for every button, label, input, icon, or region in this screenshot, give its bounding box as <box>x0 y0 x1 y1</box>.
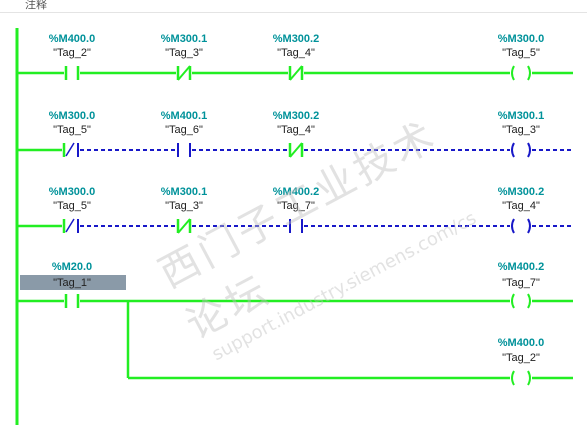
contact-address: %M300.1 <box>161 186 207 198</box>
contact-no-open[interactable]: %M300.0 "Tag_5" <box>49 186 95 233</box>
coil-address: %M300.2 <box>498 186 544 198</box>
contact-nc[interactable]: %M300.2 "Tag_4" <box>273 110 319 158</box>
coil-tag: "Tag_2" <box>502 352 540 364</box>
contact-address: %M300.2 <box>273 33 319 45</box>
contact-tag: "Tag_2" <box>53 47 91 59</box>
selection-highlight <box>20 275 126 290</box>
contact-no-selected[interactable]: %M20.0 "Tag_1" <box>20 261 126 308</box>
contact-nc[interactable]: %M300.1 "Tag_3" <box>161 33 207 81</box>
rung-4: %M20.0 "Tag_1" %M400.2 "Tag_7" %M400.0 "… <box>17 261 573 386</box>
coil[interactable]: %M300.2 "Tag_4" <box>498 186 544 234</box>
contact-nc[interactable]: %M300.1 "Tag_3" <box>161 186 207 234</box>
contact-tag: "Tag_7" <box>277 200 315 212</box>
contact-tag: "Tag_5" <box>53 200 91 212</box>
coil-tag: "Tag_5" <box>502 47 540 59</box>
comment-label: 注释 <box>25 0 47 11</box>
coil-tag: "Tag_3" <box>502 124 540 136</box>
contact-address: %M400.2 <box>273 186 319 198</box>
contact-tag: "Tag_5" <box>53 124 91 136</box>
contact-address: %M300.1 <box>161 33 207 45</box>
contact-address: %M400.1 <box>161 110 207 122</box>
coil-address: %M400.0 <box>498 337 544 349</box>
contact-address: %M300.0 <box>49 110 95 122</box>
contact-address: %M300.2 <box>273 110 319 122</box>
coil-tag: "Tag_4" <box>502 200 540 212</box>
rung-1: %M400.0 "Tag_2" %M300.1 "Tag_3" %M300.2 … <box>17 33 573 81</box>
contact-no[interactable]: %M400.0 "Tag_2" <box>49 33 95 80</box>
contact-tag: "Tag_3" <box>165 47 203 59</box>
coil[interactable]: %M400.2 "Tag_7" <box>498 261 544 309</box>
coil-address: %M400.2 <box>498 261 544 273</box>
contact-tag: "Tag_1" <box>53 277 91 289</box>
rung-3: %M300.0 "Tag_5" %M300.1 "Tag_3" %M400.2 … <box>17 186 573 234</box>
rung-2: %M300.0 "Tag_5" %M400.1 "Tag_6" %M300.2 … <box>17 110 573 158</box>
contact-no-open[interactable]: %M300.0 "Tag_5" <box>49 110 95 157</box>
contact-address: %M400.0 <box>49 33 95 45</box>
contact-address: %M20.0 <box>52 261 92 273</box>
contact-tag: "Tag_3" <box>165 200 203 212</box>
contact-tag: "Tag_4" <box>277 47 315 59</box>
coil[interactable]: %M300.1 "Tag_3" <box>498 110 544 158</box>
contact-no[interactable]: %M400.2 "Tag_7" <box>273 186 319 233</box>
coil-address: %M300.1 <box>498 110 544 122</box>
coil[interactable]: %M300.0 "Tag_5" <box>498 33 544 81</box>
coil[interactable]: %M400.0 "Tag_2" <box>498 337 544 386</box>
contact-tag: "Tag_6" <box>165 124 203 136</box>
contact-nc[interactable]: %M300.2 "Tag_4" <box>273 33 319 81</box>
coil-tag: "Tag_7" <box>502 277 540 289</box>
contact-address: %M300.0 <box>49 186 95 198</box>
contact-no[interactable]: %M400.1 "Tag_6" <box>161 110 207 157</box>
coil-address: %M300.0 <box>498 33 544 45</box>
contact-tag: "Tag_4" <box>277 124 315 136</box>
comment-bar: 注释 <box>0 0 587 13</box>
